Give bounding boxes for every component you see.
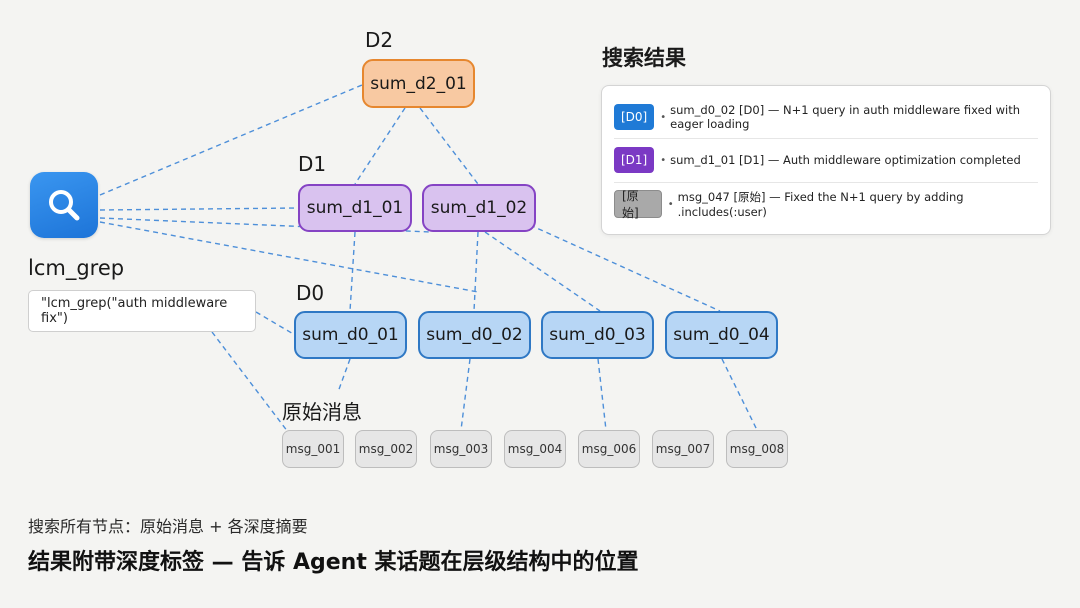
link-query-msg-001 — [211, 331, 289, 433]
result-row-d0[interactable]: [D0] • sum_d0_02 [D0] — N+1 query in aut… — [614, 96, 1038, 138]
link-d0-01-msg — [337, 358, 351, 393]
level-label-d1: D1 — [298, 152, 327, 176]
depth-tag-raw: [原始] — [614, 189, 662, 220]
level-label-d2: D2 — [365, 28, 394, 52]
depth-tag-d1: [D1] — [614, 147, 655, 173]
level-label-raw: 原始消息 — [282, 400, 362, 424]
results-panel: [D0] • sum_d0_02 [D0] — N+1 query in aut… — [601, 85, 1051, 235]
message-msg-002[interactable]: msg_002 — [355, 430, 417, 468]
bullet-icon: • — [667, 198, 674, 210]
link-query-d0-01 — [255, 311, 296, 336]
message-msg-004[interactable]: msg_004 — [504, 430, 566, 468]
link-d1-01-d0-01 — [349, 231, 356, 312]
query-box[interactable]: "lcm_grep("auth middleware fix") — [28, 290, 256, 332]
link-d1-02-d0-04 — [529, 224, 721, 312]
bullet-icon: • — [660, 154, 667, 166]
message-msg-007[interactable]: msg_007 — [652, 430, 714, 468]
link-d1-02-d0-03 — [484, 231, 601, 312]
result-text: sum_d1_01 [D1] — Auth middleware optimiz… — [670, 153, 1021, 167]
node-sum-d0-03[interactable]: sum_d0_03 — [541, 311, 654, 359]
footer-subtitle: 搜索所有节点：原始消息 + 各深度摘要 — [28, 517, 308, 536]
link-d0-02-msg-003 — [460, 358, 471, 431]
search-button[interactable] — [30, 172, 98, 238]
query-text: "lcm_grep("auth middleware fix") — [41, 296, 228, 326]
link-d0-04-msg-008 — [721, 358, 758, 431]
result-row-raw[interactable]: [原始] • msg_047 [原始] — Fixed the N+1 quer… — [614, 182, 1038, 225]
link-d2-d1-02 — [419, 107, 479, 185]
depth-tag-d0: [D0] — [614, 104, 655, 130]
node-sum-d0-02[interactable]: sum_d0_02 — [418, 311, 531, 359]
link-d2-d1-01 — [354, 107, 406, 185]
link-search-d0-02 — [99, 221, 479, 293]
node-sum-d0-01[interactable]: sum_d0_01 — [294, 311, 407, 359]
footer-title: 结果附带深度标签 — 告诉 Agent 某话题在层级结构中的位置 — [28, 550, 639, 575]
results-title: 搜索结果 — [602, 46, 686, 70]
search-icon — [44, 185, 84, 225]
link-search-d2 — [99, 84, 363, 196]
link-d1-02-d0-02 — [473, 231, 479, 312]
message-msg-008[interactable]: msg_008 — [726, 430, 788, 468]
node-sum-d0-04[interactable]: sum_d0_04 — [665, 311, 778, 359]
result-row-d1[interactable]: [D1] • sum_d1_01 [D1] — Auth middleware … — [614, 138, 1038, 181]
message-msg-001[interactable]: msg_001 — [282, 430, 344, 468]
result-text: sum_d0_02 [D0] — N+1 query in auth middl… — [670, 103, 1021, 131]
level-label-d0: D0 — [296, 281, 325, 305]
message-msg-003[interactable]: msg_003 — [430, 430, 492, 468]
tool-name: lcm_grep — [28, 256, 125, 280]
link-search-d1-01 — [99, 207, 299, 211]
bullet-icon: • — [660, 111, 667, 123]
node-sum-d1-01[interactable]: sum_d1_01 — [298, 184, 412, 232]
node-sum-d2-01[interactable]: sum_d2_01 — [362, 59, 475, 108]
link-d0-03-msg-006 — [597, 358, 607, 431]
result-text: msg_047 [原始] — Fixed the N+1 query by ad… — [677, 190, 964, 219]
node-sum-d1-02[interactable]: sum_d1_02 — [422, 184, 536, 232]
message-msg-006[interactable]: msg_006 — [578, 430, 640, 468]
